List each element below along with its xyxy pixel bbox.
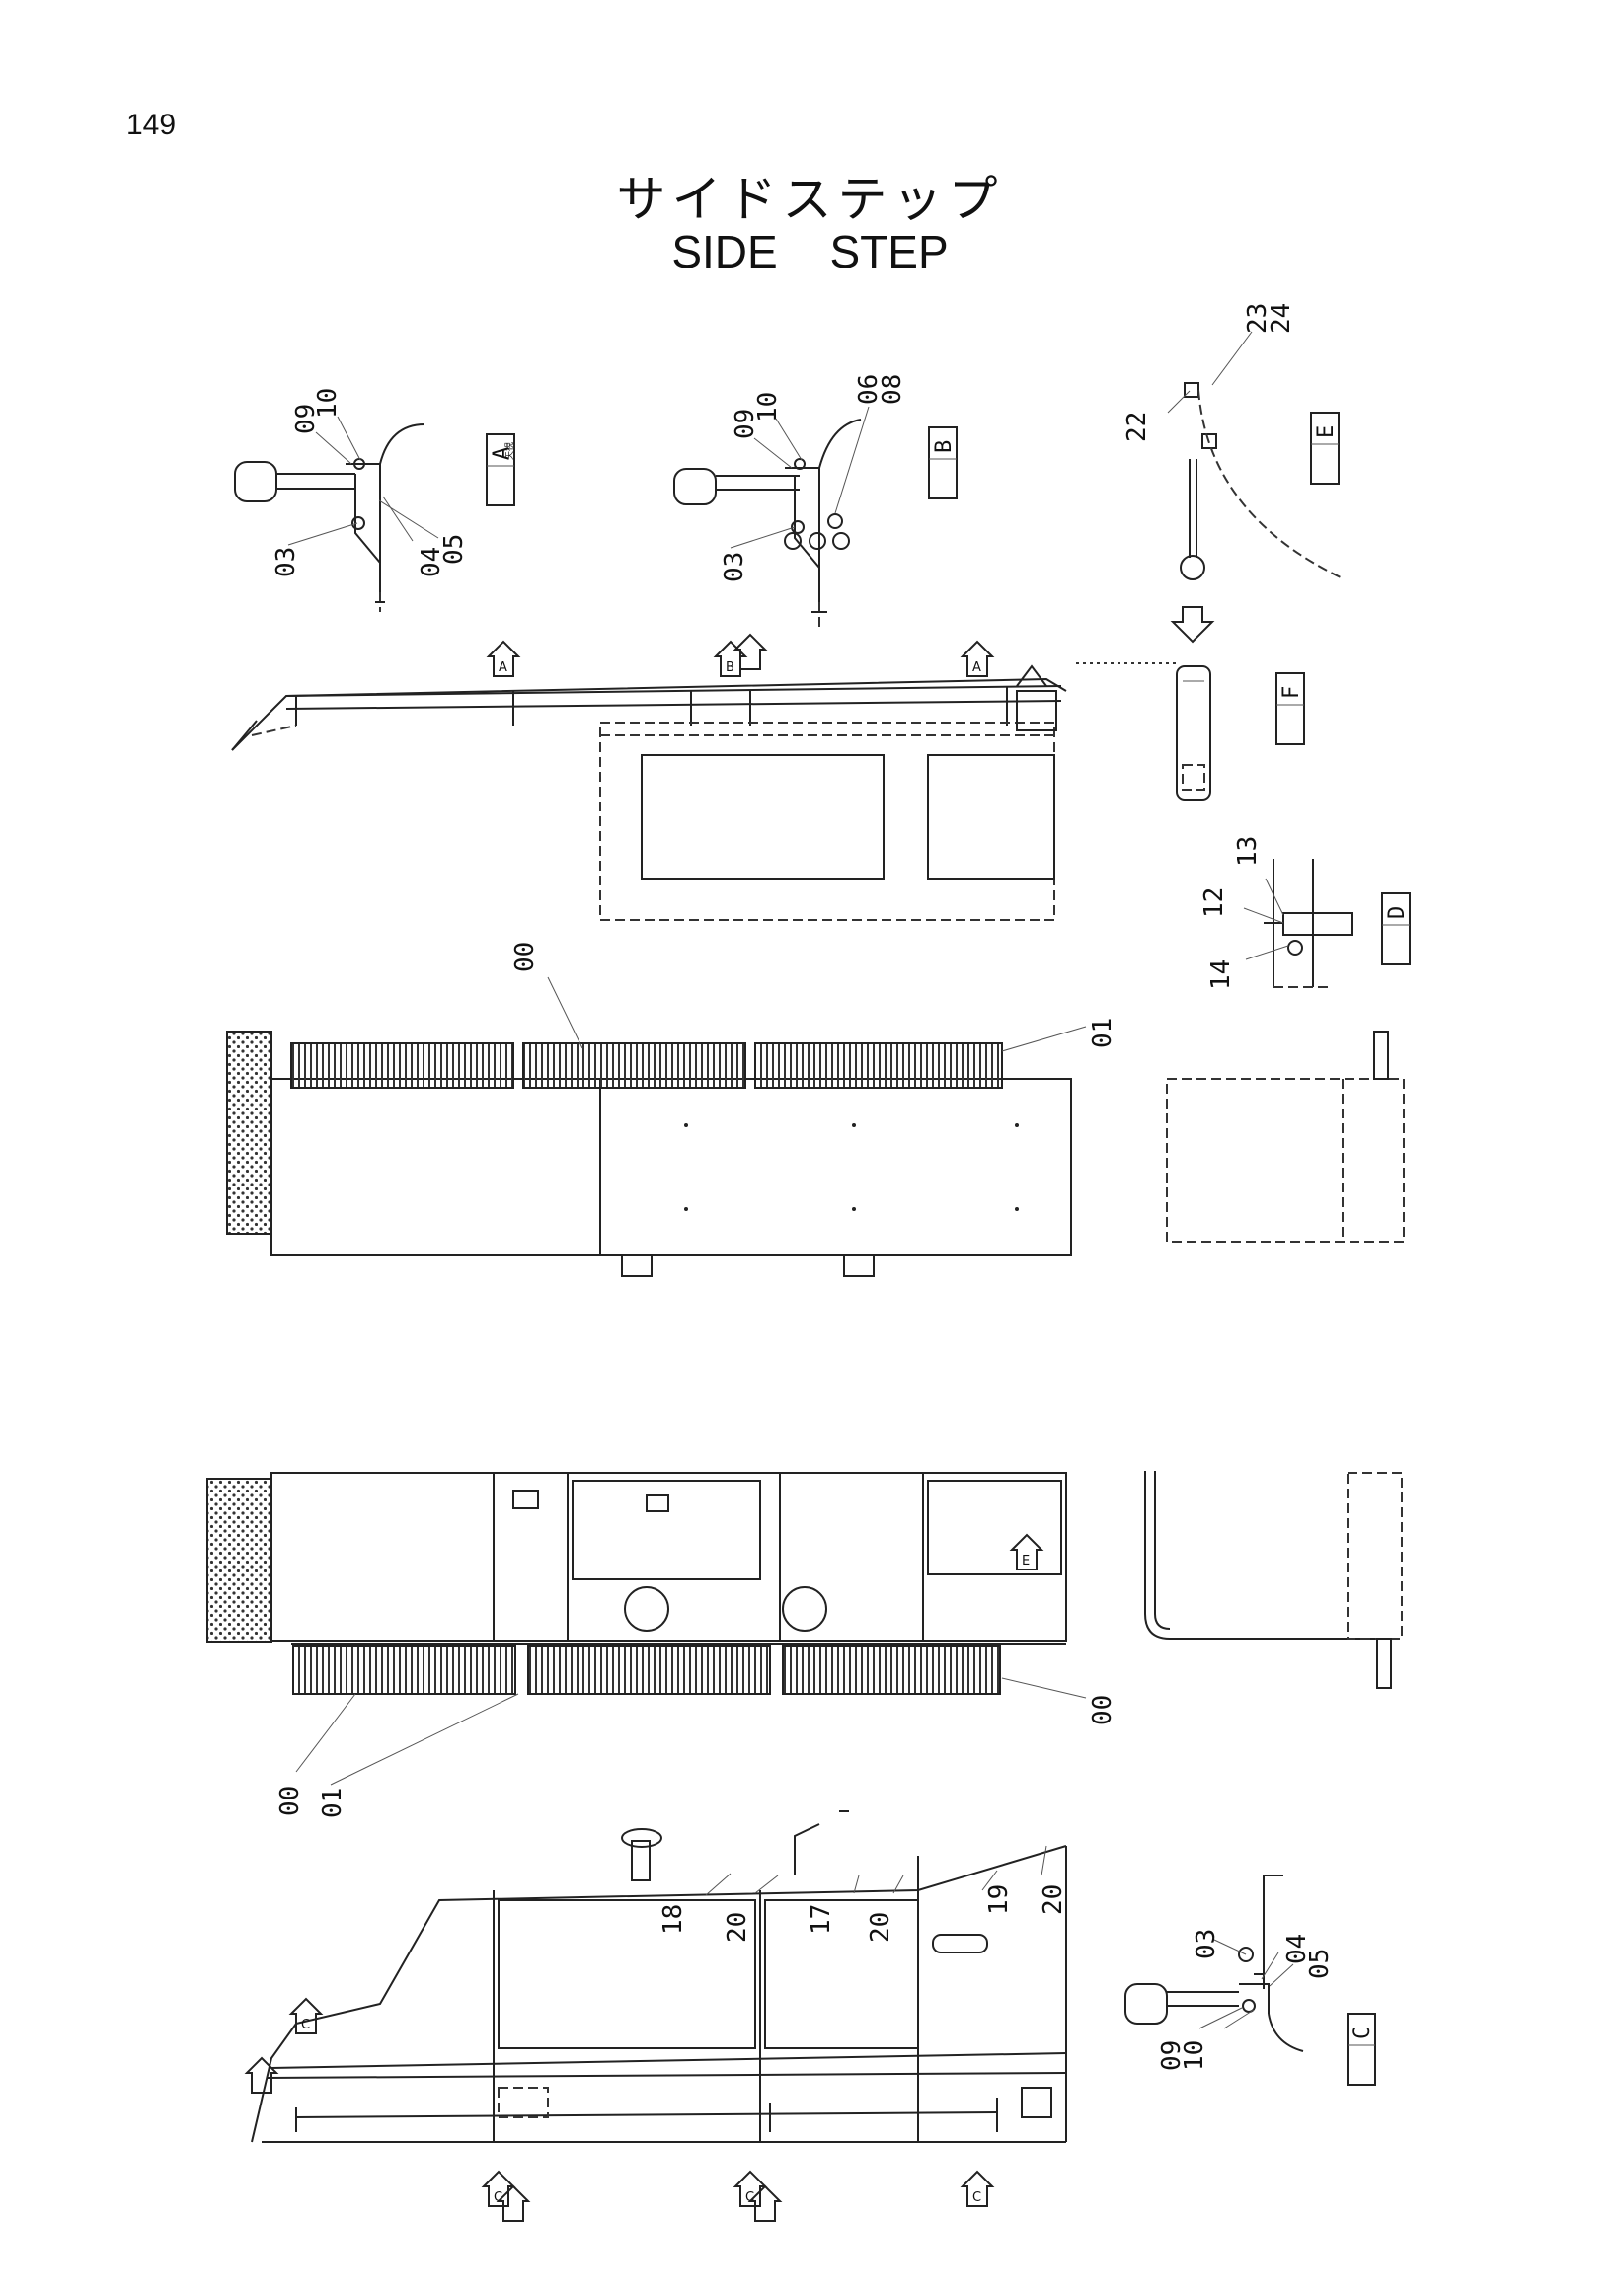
label-05-view-a: 05 xyxy=(439,534,469,565)
label-22-view-e: 22 xyxy=(1122,412,1152,442)
svg-text:D: D xyxy=(1385,906,1410,919)
label-10-view-b: 10 xyxy=(753,392,783,422)
label-18: 18 xyxy=(658,1904,688,1935)
label-20-c: 20 xyxy=(1039,1884,1068,1915)
label-04-view-a: 04 xyxy=(417,547,446,577)
view-marker-e: E xyxy=(1009,1533,1044,1570)
svg-text:F: F xyxy=(1279,686,1304,699)
label-00-plan-bottom-left: 00 xyxy=(275,1786,305,1816)
view-marker-b-2 xyxy=(733,633,768,670)
label-03-view-b: 03 xyxy=(720,552,749,582)
label-03-view-c: 03 xyxy=(1192,1929,1221,1959)
label-24-view-e: 24 xyxy=(1267,303,1296,334)
detail-view-d xyxy=(1243,859,1353,988)
label-00-plan-top: 00 xyxy=(510,942,540,972)
label-03-view-a: 03 xyxy=(271,547,301,577)
detail-view-f xyxy=(1076,662,1211,801)
detail-view-c xyxy=(1124,1875,1304,2052)
label-01-plan-top: 01 xyxy=(1088,1018,1118,1048)
label-00-plan-bottom-right: 00 xyxy=(1088,1695,1118,1725)
view-marker-c-3: C xyxy=(481,2170,516,2207)
label-09-view-c: 09 xyxy=(1157,2040,1187,2071)
svg-text:C: C xyxy=(745,2190,754,2205)
detail-view-e xyxy=(1167,331,1342,644)
view-box-e: E xyxy=(1310,412,1340,485)
view-marker-c-2 xyxy=(244,2056,279,2094)
label-10-view-c: 10 xyxy=(1180,2040,1209,2071)
view-marker-c-4 xyxy=(496,2184,531,2222)
svg-text:A: A xyxy=(499,660,507,675)
view-marker-c-7: C xyxy=(960,2170,995,2207)
svg-text:矢視: 矢視 xyxy=(503,442,515,460)
svg-text:C: C xyxy=(301,2018,310,2032)
label-14-view-d: 14 xyxy=(1206,959,1236,990)
detail-view-b xyxy=(673,406,870,632)
label-05-view-c: 05 xyxy=(1305,1949,1335,1979)
side-view-bottom xyxy=(251,1810,1067,2143)
svg-text:B: B xyxy=(932,440,957,453)
view-marker-c-1: C xyxy=(288,1997,324,2034)
view-marker-a-2: A xyxy=(960,640,995,677)
view-marker-c-5: C xyxy=(733,2170,768,2207)
side-view-top xyxy=(231,664,1067,921)
view-box-d: D xyxy=(1381,892,1411,965)
svg-text:A: A xyxy=(490,447,514,460)
label-09-view-b: 09 xyxy=(731,409,760,439)
label-10-view-a: 10 xyxy=(313,388,343,419)
end-view-top xyxy=(1166,1031,1405,1243)
svg-text:A: A xyxy=(972,660,981,675)
label-17: 17 xyxy=(807,1904,836,1935)
label-09-view-a: 09 xyxy=(291,404,321,434)
label-13-view-d: 13 xyxy=(1233,836,1263,867)
title-english: SIDE STEP xyxy=(671,226,949,277)
page-number: 149 xyxy=(126,109,177,141)
view-marker-c-6 xyxy=(747,2184,783,2222)
label-20-b: 20 xyxy=(866,1912,895,1943)
label-08-view-b: 08 xyxy=(878,374,907,405)
view-marker-a-1: A xyxy=(486,640,521,677)
svg-text:C: C xyxy=(494,2190,502,2205)
label-23-view-e: 23 xyxy=(1243,303,1273,334)
label-06-view-b: 06 xyxy=(854,374,884,405)
label-01-plan-bottom: 01 xyxy=(318,1788,347,1818)
label-19: 19 xyxy=(984,1884,1014,1915)
view-box-a: 矢視 A xyxy=(486,433,515,506)
view-box-f: F xyxy=(1275,672,1305,745)
label-20-a: 20 xyxy=(723,1912,752,1943)
detail-view-a xyxy=(234,416,439,612)
svg-text:E: E xyxy=(1022,1554,1030,1569)
svg-text:B: B xyxy=(726,660,734,675)
title-japanese: サイドステップ xyxy=(616,171,1004,228)
view-box-b: B xyxy=(928,426,958,499)
plan-view-bottom xyxy=(206,1472,1087,1786)
svg-text:C: C xyxy=(972,2190,981,2205)
label-12-view-d: 12 xyxy=(1199,887,1229,918)
svg-text:C: C xyxy=(1350,2027,1375,2039)
label-04-view-c: 04 xyxy=(1282,1934,1312,1964)
end-view-bottom xyxy=(1144,1471,1403,1689)
svg-text:E: E xyxy=(1314,425,1339,438)
view-box-c: C xyxy=(1347,2013,1376,2086)
plan-view-top xyxy=(226,976,1087,1277)
